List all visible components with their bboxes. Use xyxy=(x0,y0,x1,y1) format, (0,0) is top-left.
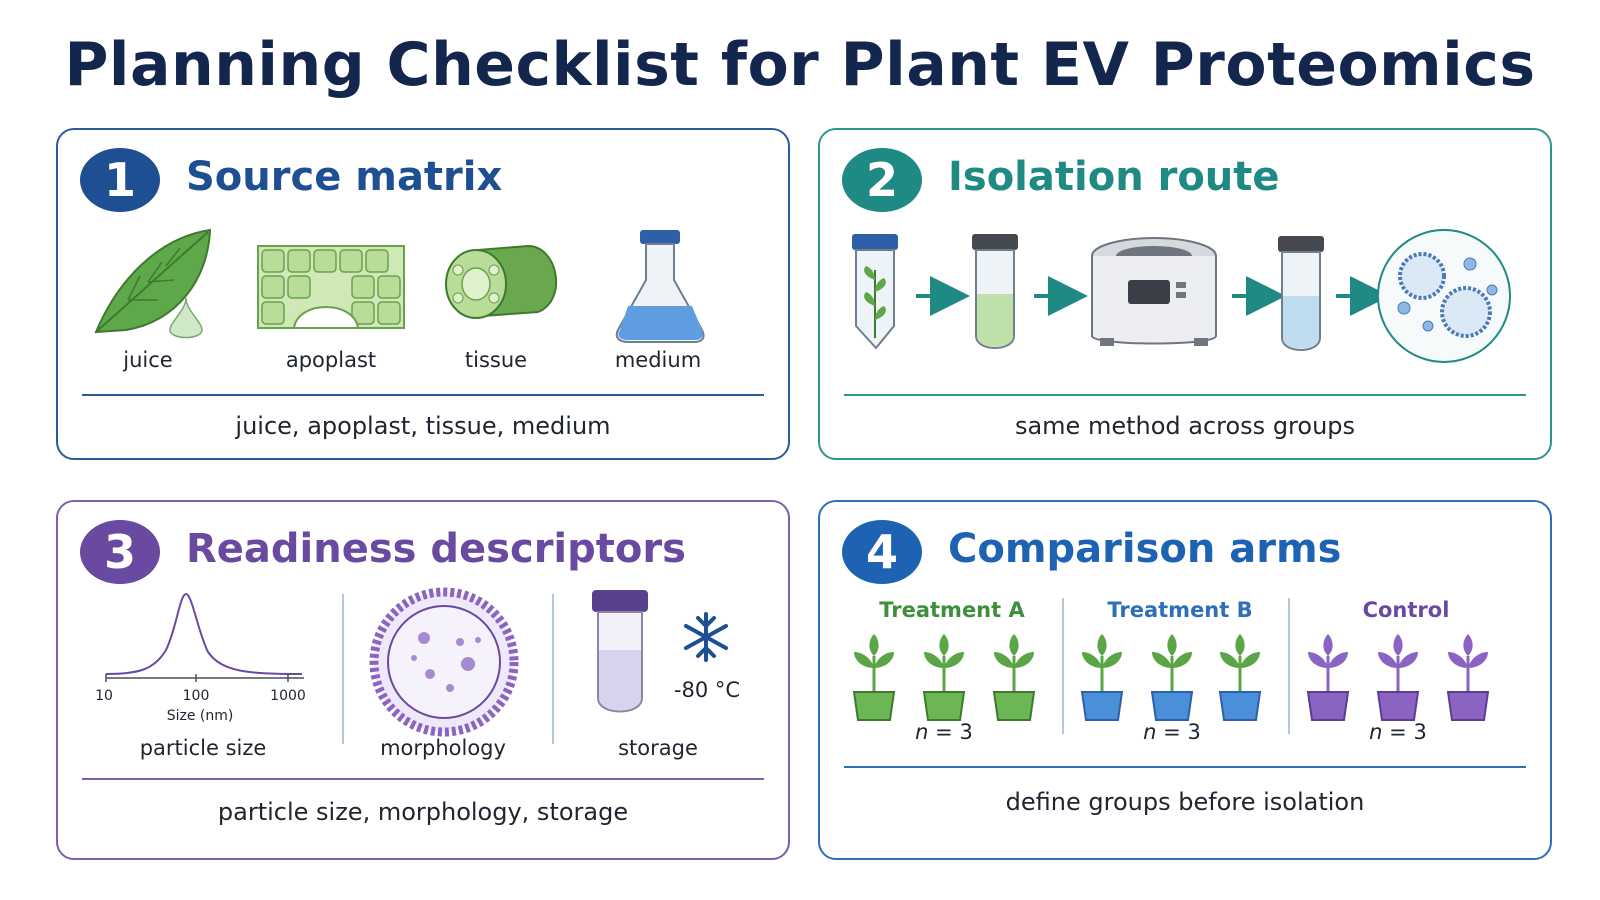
axis-tick-label: 100 xyxy=(183,688,210,704)
plant-pot-icon xyxy=(1080,632,1124,721)
plant-pot-icon xyxy=(1376,632,1420,721)
card-source-matrix: 1 Source matrix xyxy=(56,128,790,460)
particle-size-distribution: 10 100 1000 Size (nm) xyxy=(95,592,306,724)
card-readiness-descriptors: 3 Readiness descriptors 10 100 1000 Size… xyxy=(56,500,790,860)
extracellular-vesicles-icon xyxy=(1377,229,1511,363)
group-title-control: Control xyxy=(1362,598,1450,622)
plant-pot-icon xyxy=(1306,632,1350,721)
readiness-label-storage: storage xyxy=(618,736,698,760)
readiness-label-morphology: morphology xyxy=(380,736,506,760)
source-label-medium: medium xyxy=(614,348,702,372)
divider xyxy=(844,766,1526,768)
leaf-icon xyxy=(94,228,212,339)
storage-temperature: -80 °C xyxy=(673,678,741,702)
card-title-readiness: Readiness descriptors xyxy=(186,526,686,572)
readiness-illustrations: 10 100 1000 Size (nm) xyxy=(95,587,728,737)
separator xyxy=(552,594,554,744)
plant-pot-icon xyxy=(992,632,1036,721)
source-matrix-illustrations xyxy=(94,228,705,343)
source-label-juice: juice xyxy=(123,348,173,372)
snowflake-icon xyxy=(684,612,728,662)
step-badge-1: 1 xyxy=(80,148,160,212)
group-n-control: n = 3 xyxy=(1369,720,1427,744)
card-title-source-matrix: Source matrix xyxy=(186,154,503,200)
plant-pot-icon xyxy=(1446,632,1490,721)
group-n-treatment-b: n = 3 xyxy=(1143,720,1201,744)
axis-tick-label: 10 xyxy=(95,688,113,704)
group-title-treatment-b: Treatment B xyxy=(1107,598,1253,622)
vesicle-morphology-icon xyxy=(369,587,519,737)
divider xyxy=(844,394,1526,396)
centrifuge-icon xyxy=(1091,237,1217,346)
source-summary: juice, apoplast, tissue, medium xyxy=(235,412,611,440)
page-title: Planning Checklist for Plant EV Proteomi… xyxy=(64,30,1536,100)
axis-title: Size (nm) xyxy=(167,708,234,724)
flask-medium-icon xyxy=(615,230,705,343)
plant-sample-tube-icon xyxy=(852,234,898,350)
readiness-label-particle-size: particle size xyxy=(139,736,267,760)
group-title-treatment-a: Treatment A xyxy=(879,598,1025,622)
source-label-apoplast: apoplast xyxy=(285,348,377,372)
group-n-treatment-a: n = 3 xyxy=(915,720,973,744)
step-badge-3: 3 xyxy=(80,520,160,584)
axis-tick-label: 1000 xyxy=(270,688,306,704)
separator xyxy=(1062,598,1064,734)
card-isolation-route: 2 Isolation route xyxy=(818,128,1552,460)
isolation-workflow xyxy=(852,229,1511,363)
storage-tube-icon xyxy=(592,590,648,713)
separator xyxy=(342,594,344,744)
plant-pot-icon xyxy=(922,632,966,721)
readiness-summary: particle size, morphology, storage xyxy=(217,798,629,826)
separator xyxy=(1288,598,1290,734)
card-title-comparison-arms: Comparison arms xyxy=(948,526,1342,572)
plant-pot-icon xyxy=(852,632,896,721)
plant-pot-icon xyxy=(1218,632,1262,721)
step-badge-2: 2 xyxy=(842,148,922,212)
isolation-summary: same method across groups xyxy=(1014,412,1356,440)
ev-fraction-tube-icon xyxy=(1278,236,1324,351)
comparison-summary: define groups before isolation xyxy=(1005,788,1365,816)
tissue-icon xyxy=(445,244,557,319)
plant-pot-icon xyxy=(1150,632,1194,721)
step-badge-4: 4 xyxy=(842,520,922,584)
homogenate-tube-icon xyxy=(972,234,1018,349)
source-label-tissue: tissue xyxy=(464,348,528,372)
card-title-isolation-route: Isolation route xyxy=(948,154,1280,200)
comparison-plants xyxy=(852,632,1490,721)
card-comparison-arms: 4 Comparison arms Treatment A Treatment … xyxy=(818,500,1552,860)
apoplast-cells-icon xyxy=(257,245,405,329)
divider xyxy=(82,394,764,396)
divider xyxy=(82,778,764,780)
